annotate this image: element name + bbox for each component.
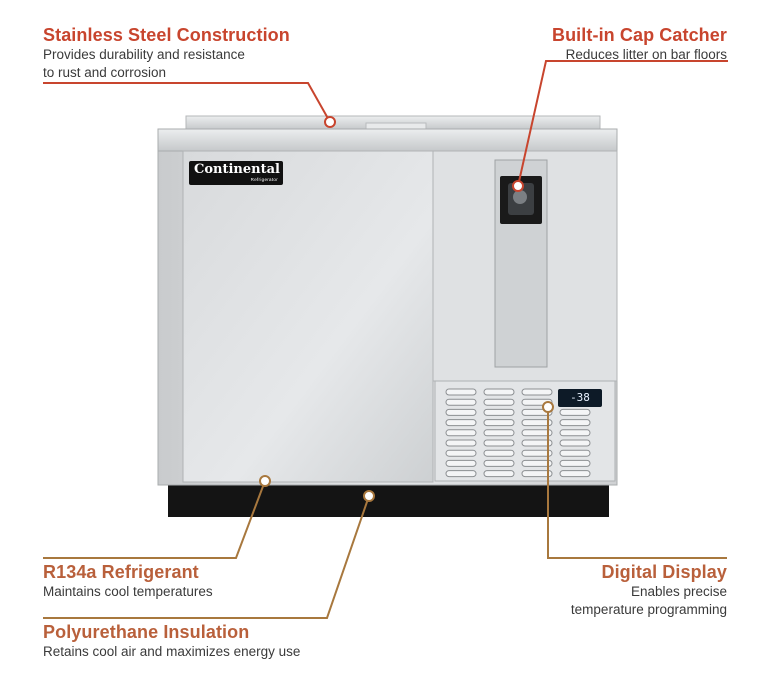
vent-slot bbox=[445, 449, 477, 457]
leader-line-stainless bbox=[43, 82, 331, 123]
vent-slot bbox=[521, 429, 553, 437]
callout-display-line2: temperature programming bbox=[570, 602, 727, 617]
vent-slot bbox=[559, 470, 591, 478]
callout-stainless-line1: Provides durability and resistance bbox=[43, 47, 245, 62]
vent-slot bbox=[483, 408, 515, 416]
vent-slot bbox=[445, 470, 477, 478]
leader-line-refrigerant bbox=[43, 480, 266, 559]
vent-slot bbox=[521, 459, 553, 467]
callout-stainless-line2: to rust and corrosion bbox=[43, 65, 167, 80]
vent-slot bbox=[483, 388, 515, 396]
callout-cap-line1: Reduces litter on bar floors bbox=[565, 47, 727, 62]
vent-slot bbox=[559, 439, 591, 447]
vent-slot bbox=[521, 470, 553, 478]
vent-slot bbox=[559, 449, 591, 457]
callout-display: Digital Display Enables precise temperat… bbox=[571, 561, 727, 619]
callout-refrigerant-line1: Maintains cool temperatures bbox=[43, 584, 213, 599]
vent-slot bbox=[445, 439, 477, 447]
vent-slot bbox=[521, 449, 553, 457]
vent-slot bbox=[445, 388, 477, 396]
callout-stainless: Stainless Steel Construction Provides du… bbox=[43, 24, 290, 82]
vent-slot bbox=[559, 419, 591, 427]
callout-display-title: Digital Display bbox=[601, 562, 727, 582]
vent-slot bbox=[559, 459, 591, 467]
brand-name: Continental bbox=[194, 162, 280, 177]
callout-cap-title: Built-in Cap Catcher bbox=[551, 25, 727, 45]
vent-slot bbox=[445, 419, 477, 427]
vent-slot bbox=[483, 459, 515, 467]
vent-slot bbox=[521, 439, 553, 447]
digital-display-readout: -38 bbox=[558, 389, 602, 407]
callout-refrigerant-title: R134a Refrigerant bbox=[43, 562, 199, 582]
cabinet-top bbox=[157, 128, 618, 153]
leader-line-display bbox=[547, 407, 727, 559]
vent-slot bbox=[445, 398, 477, 406]
brand-badge: Continental Refrigerator bbox=[189, 161, 283, 185]
vent-slot bbox=[445, 459, 477, 467]
callout-insulation: Polyurethane Insulation Retains cool air… bbox=[43, 621, 300, 661]
callout-stainless-title: Stainless Steel Construction bbox=[43, 25, 290, 45]
vent-louvers bbox=[445, 388, 591, 478]
callout-refrigerant: R134a Refrigerant Maintains cool tempera… bbox=[43, 561, 213, 601]
brand-sub: Refrigerator bbox=[250, 177, 278, 182]
vent-slot bbox=[483, 439, 515, 447]
vent-slot bbox=[559, 408, 591, 416]
leader-line-insulation bbox=[43, 495, 370, 619]
callout-insulation-title: Polyurethane Insulation bbox=[43, 622, 250, 642]
cabinet-base bbox=[168, 484, 609, 517]
cabinet-door bbox=[182, 150, 434, 483]
vent-slot bbox=[445, 408, 477, 416]
callout-insulation-line1: Retains cool air and maximizes energy us… bbox=[43, 644, 301, 659]
vent-slot bbox=[521, 419, 553, 427]
vent-slot bbox=[483, 419, 515, 427]
vent-slot bbox=[483, 449, 515, 457]
leader-line-cap bbox=[517, 60, 728, 187]
vent-slot bbox=[483, 470, 515, 478]
vent-slot bbox=[483, 398, 515, 406]
vent-slot bbox=[521, 388, 553, 396]
vent-slot bbox=[445, 429, 477, 437]
callout-cap: Built-in Cap Catcher Reduces litter on b… bbox=[552, 24, 727, 64]
vent-slot bbox=[483, 429, 515, 437]
vent-slot bbox=[559, 429, 591, 437]
callout-display-line1: Enables precise bbox=[630, 584, 727, 599]
